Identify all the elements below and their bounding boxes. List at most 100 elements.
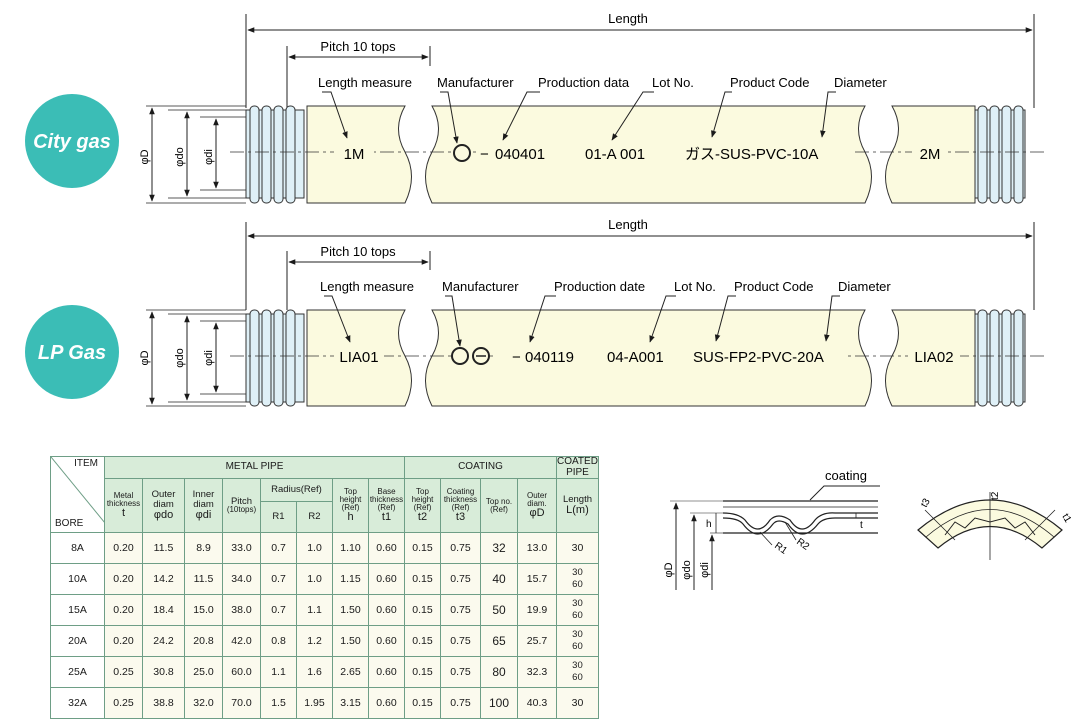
cell-h: 1.50 <box>332 594 369 626</box>
cell-t3: 0.75 <box>440 532 481 564</box>
cell-h: 1.10 <box>332 532 369 564</box>
cell-bore: 10A <box>50 563 105 595</box>
cell-top: 32 <box>480 532 518 564</box>
metal-pipe-header: METAL PIPE <box>104 456 405 479</box>
marking-lot-lp: 04-A001 <box>607 349 664 366</box>
length-value-2: 60 <box>572 610 583 621</box>
cell-r2: 1.1 <box>296 594 333 626</box>
cell-D: 13.0 <box>517 532 557 564</box>
label-manufacturer: Manufacturer <box>437 75 514 90</box>
arc-section-detail: t2 t3 t1 <box>917 491 1073 560</box>
pitch-label-lp: Pitch 10 tops <box>320 244 396 259</box>
coated-pipe-header: COATED PIPE <box>556 456 599 479</box>
marking-dash: − <box>480 146 489 163</box>
section-h-label: h <box>706 519 712 530</box>
cell-length: 30 <box>556 687 599 719</box>
r1-header: R1 <box>260 501 297 533</box>
cell-D: 40.3 <box>517 687 557 719</box>
coating-label: coating <box>825 468 867 483</box>
cell-do: 14.2 <box>142 563 185 595</box>
length-value-2: 60 <box>572 579 583 590</box>
marking-1m: 1M <box>344 146 365 163</box>
cell-t: 0.20 <box>104 594 143 626</box>
dim-di-label-lp: φdi <box>203 350 215 366</box>
marking-dash-lp: − <box>512 349 521 366</box>
cell-di: 15.0 <box>184 594 223 626</box>
cell-t1: 0.60 <box>368 532 405 564</box>
arc-t2-label: t2 <box>990 491 1001 500</box>
cell-do: 11.5 <box>142 532 185 564</box>
pitch-header: Pitch(10tops) <box>222 478 261 533</box>
lp-gas-badge <box>25 305 119 399</box>
cell-t: 0.20 <box>104 563 143 595</box>
cell-r2: 1.0 <box>296 563 333 595</box>
cell-t3: 0.75 <box>440 656 481 688</box>
cell-length: 30 <box>556 532 599 564</box>
marking-lia01: LIA01 <box>339 349 378 366</box>
cell-r1: 0.7 <box>260 594 297 626</box>
lp-gas-badge-label: LP Gas <box>38 342 106 364</box>
cell-bore: 32A <box>50 687 105 719</box>
length-value-1: 30 <box>571 697 584 709</box>
cell-h: 2.65 <box>332 656 369 688</box>
cell-r2: 1.6 <box>296 656 333 688</box>
label-length-measure-lp: Length measure <box>320 279 414 294</box>
pitch-label: Pitch 10 tops <box>320 39 396 54</box>
dim-D-label: φD <box>139 149 151 164</box>
label-length-measure: Length measure <box>318 75 412 90</box>
cell-bore: 20A <box>50 625 105 657</box>
cell-r1: 0.7 <box>260 532 297 564</box>
label-product-code: Product Code <box>730 75 810 90</box>
coating-thickness-header: Coating thickness (Ref)t3 <box>440 478 481 533</box>
left-bellows <box>245 105 305 204</box>
cell-t2: 0.15 <box>404 656 441 688</box>
right-bellows-lp <box>974 309 1026 407</box>
cell-top: 80 <box>480 656 518 688</box>
length-value-1: 30 <box>571 542 584 554</box>
item-header: ITEM <box>74 458 98 469</box>
marking-date-lp: 040119 <box>525 349 574 366</box>
cell-bore: 25A <box>50 656 105 688</box>
cell-r1: 1.5 <box>260 687 297 719</box>
cell-di: 32.0 <box>184 687 223 719</box>
city-gas-badge-label: City gas <box>33 131 111 153</box>
city-gas-diagram: Length Pitch 10 tops City gas φD φdo φdi <box>25 11 1048 204</box>
cell-t3: 0.75 <box>440 687 481 719</box>
cell-do: 18.4 <box>142 594 185 626</box>
label-lot: Lot No. <box>652 75 694 90</box>
label-manufacturer-lp: Manufacturer <box>442 279 519 294</box>
label-production-lp: Production date <box>554 279 645 294</box>
cell-pitch: 70.0 <box>222 687 261 719</box>
marking-product-code-lp: SUS-FP2-PVC-20A <box>693 349 824 366</box>
cell-pitch: 34.0 <box>222 563 261 595</box>
cell-D: 15.7 <box>517 563 557 595</box>
section-t-label: t <box>860 520 863 531</box>
cell-t: 0.25 <box>104 687 143 719</box>
cell-bore: 8A <box>50 532 105 564</box>
right-bellows <box>974 105 1026 204</box>
outer-diam-coated-header: Outer diam.φD <box>517 478 557 533</box>
cell-t1: 0.60 <box>368 625 405 657</box>
label-diameter: Diameter <box>834 75 887 90</box>
dim-di-label: φdi <box>203 149 215 165</box>
cell-pitch: 60.0 <box>222 656 261 688</box>
cell-D: 19.9 <box>517 594 557 626</box>
marking-2m: 2M <box>920 146 941 163</box>
cell-D: 32.3 <box>517 656 557 688</box>
length-value-1: 30 <box>572 629 583 640</box>
dim-D-label-lp: φD <box>139 350 151 365</box>
city-gas-badge <box>25 94 119 188</box>
top-height-header: Top height (Ref)h <box>332 478 369 533</box>
cell-r2: 1.95 <box>296 687 333 719</box>
cell-top: 100 <box>480 687 518 719</box>
